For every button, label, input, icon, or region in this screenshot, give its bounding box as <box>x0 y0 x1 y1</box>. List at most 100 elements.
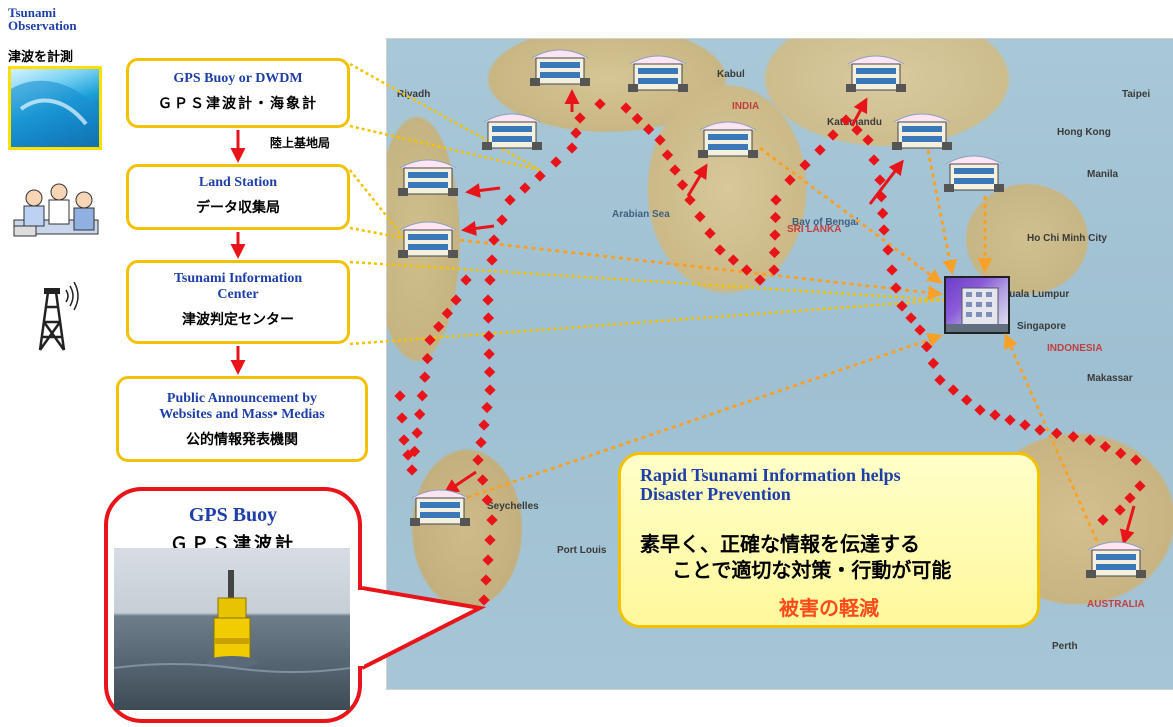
public-announcement-label-line1: Public Announcement by <box>166 391 318 406</box>
buoy-line-diamond <box>1019 419 1031 431</box>
buoy-line-diamond <box>1099 441 1111 453</box>
buoy-line-diamond <box>754 274 766 286</box>
buoy-line-diamond <box>486 514 498 526</box>
station-building-icon-5 <box>697 121 759 159</box>
station-building-icon-6 <box>891 113 953 151</box>
buoy-line-diamond <box>484 384 496 396</box>
public-announcement-label-line2: Websites and Mass• Medias <box>159 407 325 422</box>
land-station-label: Land Station <box>198 175 278 190</box>
buoy-line-diamond <box>927 357 939 369</box>
buoy-line-diamond <box>882 244 894 256</box>
map-label-makassar: Makassar <box>1087 373 1133 384</box>
damage-reduction-label: 被害の軽減 <box>779 598 879 620</box>
buoy-line-diamond <box>478 594 490 606</box>
info-callout-box <box>618 452 1040 628</box>
map-label-indonesia: INDONESIA <box>1047 343 1103 354</box>
buoy-line-diamond <box>484 274 496 286</box>
observation-title: Tsunami Observation <box>8 6 108 32</box>
buoy-line-diamond <box>406 464 418 476</box>
station-building-icon-3 <box>845 55 907 93</box>
buoy-line-diamond <box>661 149 674 161</box>
buoy-line-diamond <box>519 182 531 194</box>
buoy-line-diamond <box>905 312 917 324</box>
map-label-taipei: Taipei <box>1122 89 1151 100</box>
headquarters-building-icon <box>944 276 1010 334</box>
buoy-line-diamond <box>874 174 886 186</box>
observation-title-line1: Tsunami <box>8 5 56 20</box>
buoy-line-diamond <box>694 211 706 223</box>
buoy-line-diamond <box>1114 504 1126 516</box>
people-meeting-icon <box>4 180 108 246</box>
station-building-icon-7 <box>943 155 1005 193</box>
buoy-line-diamond <box>654 134 666 146</box>
map-label-manila: Manila <box>1087 169 1119 180</box>
observation-jp-label: 津波を計測 <box>8 49 74 64</box>
buoy-line-diamond <box>550 156 562 168</box>
buoy-line-diamond <box>769 211 782 224</box>
public-announcement-jp: 公的情報発表機関 <box>186 431 298 447</box>
buoy-line-diamond <box>396 412 408 424</box>
buoy-line-diamond <box>416 390 428 402</box>
info-callout-title: Rapid Tsunami Information helps Disaster… <box>640 466 1030 504</box>
buoy-line-diamond <box>769 229 781 241</box>
buoy-line-diamond <box>878 224 890 236</box>
info-callout-title-line2: Disaster Prevention <box>640 484 791 504</box>
observation-title-line2: Observation <box>8 18 77 33</box>
buoy-line-diamond <box>475 436 487 449</box>
buoy-line-diamond <box>534 170 546 182</box>
station-building-icon-2 <box>627 55 689 93</box>
gps-buoy-dwdm-jp: ＧＰＳ津波計・海象計 <box>158 95 318 111</box>
station-building-icon-10 <box>409 489 471 527</box>
buoy-line-diamond <box>741 264 753 276</box>
buoy-line-diamond <box>482 294 494 306</box>
buoy-line-diamond <box>414 408 426 420</box>
map-label-india: INDIA <box>732 101 760 112</box>
buoy-line-diamond <box>483 366 496 378</box>
buoy-photo <box>114 548 350 710</box>
buoy-line-diamond <box>441 307 453 319</box>
buoy-line-diamond <box>1134 480 1146 492</box>
buoy-line-diamond <box>450 294 462 306</box>
buoy-line-diamond <box>989 409 1001 421</box>
tsunami-info-center-jp: 津波判定センター <box>182 311 294 327</box>
buoy-line-diamond <box>484 534 496 546</box>
buoy-line-diamond <box>481 401 493 414</box>
map-label-kabul: Kabul <box>717 69 745 80</box>
gps-buoy-dwdm-label: GPS Buoy or DWDM <box>173 71 303 86</box>
buoy-line-diamond <box>684 194 696 206</box>
map-label-australia: AUSTRALIA <box>1087 599 1145 610</box>
station-building-icon-4 <box>481 113 543 151</box>
buoy-line-diamond <box>488 234 500 246</box>
map-label-singapore: Singapore <box>1017 321 1066 332</box>
buoy-line-diamond <box>486 254 498 266</box>
buoy-line-diamond <box>574 112 586 124</box>
buoy-line-diamond <box>1124 492 1136 504</box>
info-callout-title-line1: Rapid Tsunami Information helps <box>640 465 901 485</box>
buoy-line-diamond <box>896 300 908 312</box>
buoy-line-diamond <box>961 394 973 406</box>
buoy-line-diamond <box>814 144 826 156</box>
buoy-line-diamond <box>419 371 431 383</box>
buoy-line-diamond <box>768 246 781 259</box>
land-station-box: Land Station データ収集局 <box>126 164 350 230</box>
info-callout-jp-line2: ことで適切な対策・行動が可能 <box>672 560 952 582</box>
buoy-line-diamond <box>1067 431 1079 443</box>
buoy-line-diamond <box>482 554 494 566</box>
buoy-line-diamond <box>594 98 606 110</box>
map-label-kuala-lumpur: Kuala Lumpur <box>1002 289 1070 300</box>
buoy-line-diamond <box>477 474 489 486</box>
buoy-line-diamond <box>947 384 959 396</box>
station-building-icon-9 <box>397 221 459 259</box>
buoy-line-diamond <box>914 324 926 336</box>
buoy-line-diamond <box>704 227 716 239</box>
tsunami-info-center-box: Tsunami Information Center 津波判定センター <box>126 260 350 344</box>
station-building-icon-11 <box>1085 541 1147 579</box>
buoy-line-diamond <box>398 434 410 446</box>
land-station-jp: データ収集局 <box>196 199 280 215</box>
buoy-line-diamond <box>408 445 421 458</box>
buoy-line-diamond <box>868 154 880 166</box>
buoy-line-diamond <box>827 129 839 141</box>
buoy-line-diamond <box>1115 447 1127 459</box>
buoy-line-diamond <box>620 102 632 114</box>
